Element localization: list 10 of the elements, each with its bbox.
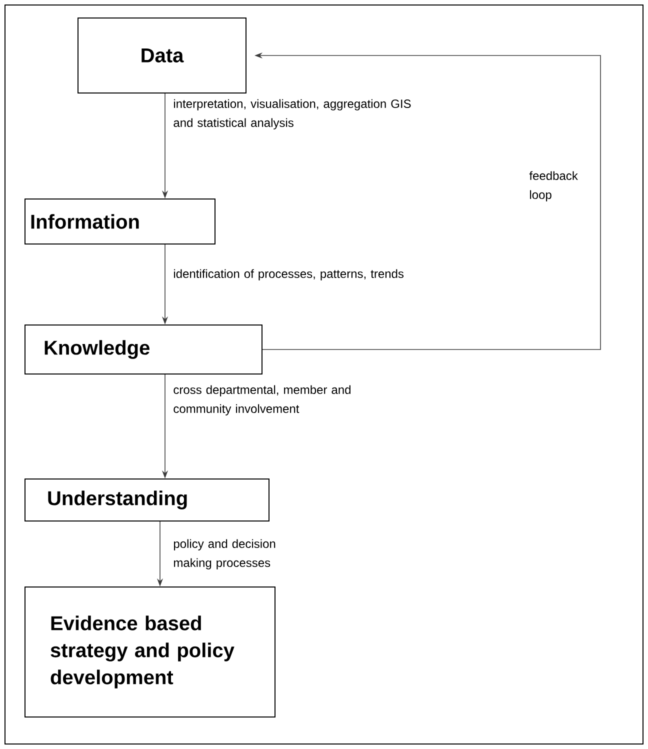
process-box: Information: [24, 198, 216, 244]
edge-label: identification of processes, patterns, trends: [174, 269, 404, 280]
edge-label: cross departmental, member and community involvement: [174, 385, 350, 416]
edge-label: policy and decision making processes: [174, 539, 276, 570]
process-box: Knowledge: [24, 324, 262, 374]
edge-label: feedback loop: [529, 171, 578, 202]
process-box: Evidence based strategy and policy development: [24, 586, 276, 718]
process-box: Understanding: [24, 478, 270, 522]
edge-label: interpretation, visualisation, aggregation GIS and statistical analysis: [174, 99, 411, 130]
process-box: Data: [78, 18, 246, 94]
